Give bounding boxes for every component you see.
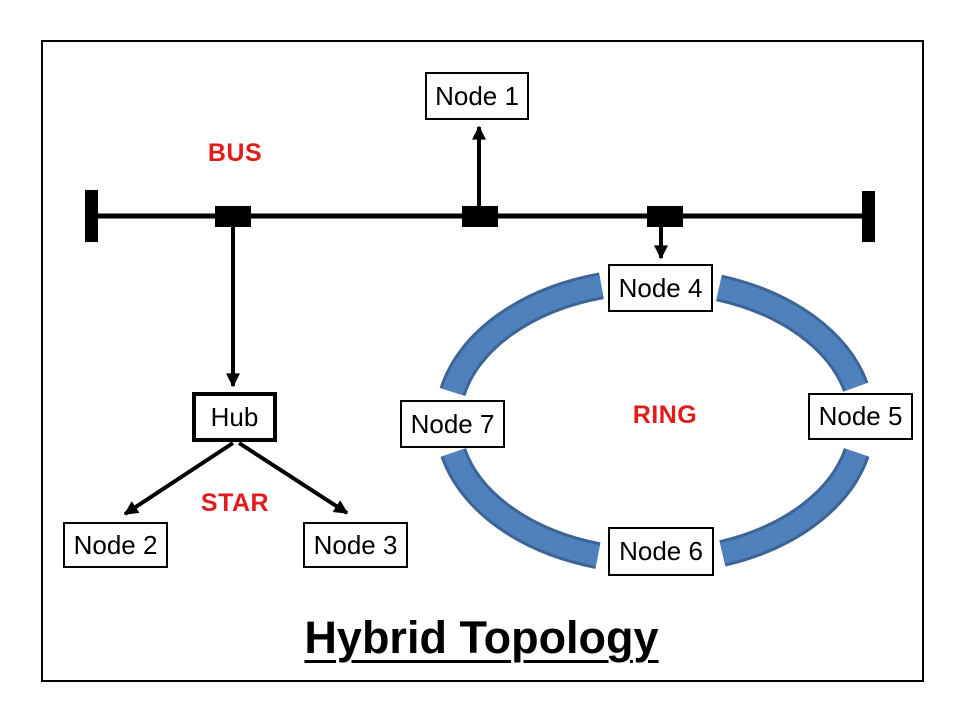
ring-arc-top-left xyxy=(439,272,604,397)
ring-topology-label: RING xyxy=(632,401,698,429)
ring-arc-top-right xyxy=(716,274,869,393)
bus-tap-node1 xyxy=(462,206,498,227)
star-topology-label: STAR xyxy=(200,489,270,517)
bus-terminator-right xyxy=(862,191,875,242)
bus-tap-ring xyxy=(647,206,683,227)
bus-tap-star xyxy=(215,206,251,227)
bus-topology-label: BUS xyxy=(207,139,263,167)
node-box-node5: Node 5 xyxy=(808,393,913,440)
arrow-hub-to-node2 xyxy=(123,441,235,516)
node-box-node7: Node 7 xyxy=(400,400,505,448)
node-box-hub: Hub xyxy=(192,392,277,442)
node-box-node3: Node 3 xyxy=(303,522,408,568)
node-box-node1: Node 1 xyxy=(425,72,529,120)
ring-arc-bottom-left xyxy=(440,447,601,569)
node-box-node6: Node 6 xyxy=(608,527,714,576)
ring-arc-bottom-right xyxy=(719,447,870,567)
bus-terminator-left xyxy=(85,190,98,242)
page-title-text: Hybrid Topology xyxy=(304,612,659,663)
arrow-hub-to-node3 xyxy=(237,441,349,515)
node-box-node4: Node 4 xyxy=(608,264,713,312)
page-title: Hybrid Topology xyxy=(41,612,922,664)
node-box-node2: Node 2 xyxy=(63,522,168,568)
